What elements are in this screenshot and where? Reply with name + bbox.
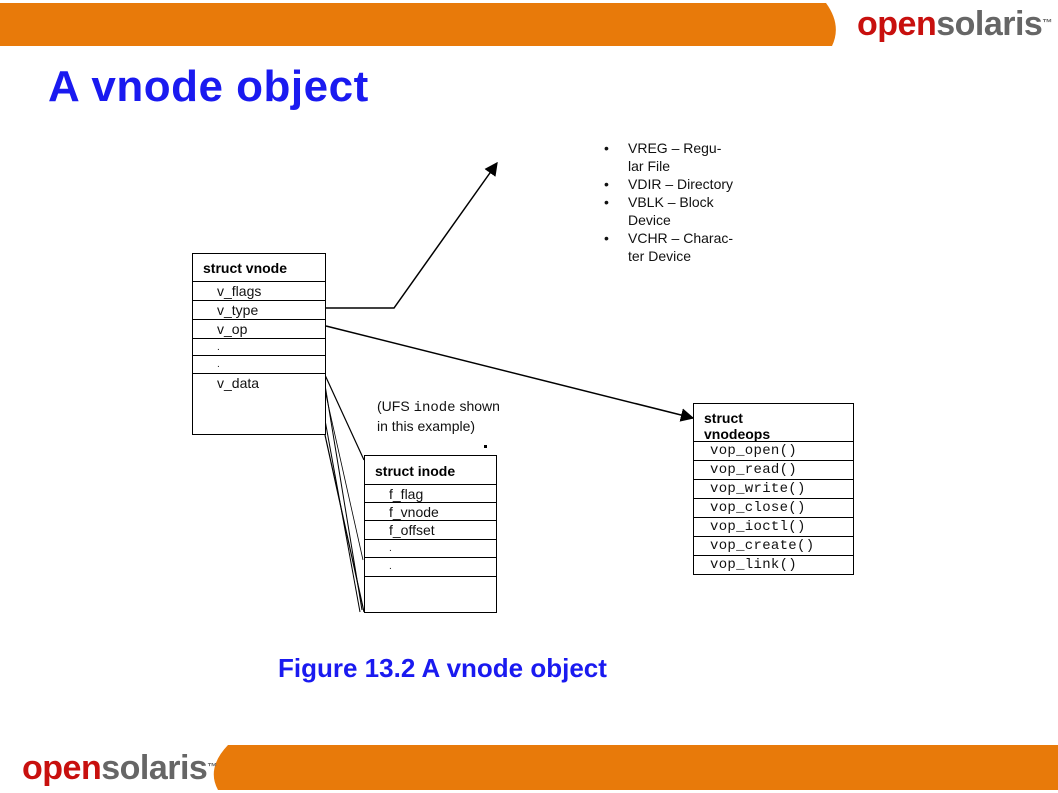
type-list-item: VCHR – Charac-ter Device	[602, 229, 766, 265]
type-list-item: VDIR – Directory	[602, 175, 766, 193]
slide-title: A vnode object	[48, 62, 369, 111]
top-orange-band	[0, 3, 836, 46]
vnodeops-method: vop_ioctl()	[694, 517, 853, 536]
vnode-field: v_type	[193, 300, 325, 319]
vnode-field: v_data	[193, 373, 325, 392]
inode-field-empty	[365, 576, 496, 594]
vnodeops-method: vop_read()	[694, 460, 853, 479]
brand-logo-top: opensolaris™	[857, 5, 1052, 43]
v-op-to-vnodeops-arrow	[325, 325, 695, 422]
vnodeops-method: vop_link()	[694, 555, 853, 574]
fan-line-4	[324, 434, 365, 613]
inode-field: .	[365, 557, 496, 576]
brand-logo-bottom: opensolaris™	[22, 749, 217, 787]
bottom-orange-band	[213, 745, 1058, 790]
fan-line-5	[325, 394, 364, 561]
struct-vnodeops-header: struct vnodeops	[704, 410, 771, 442]
vnode-field: v_flags	[193, 281, 325, 300]
struct-inode-header: struct inode	[375, 463, 456, 479]
vnodeops-method: vop_create()	[694, 536, 853, 555]
v-type-to-types-arrow	[326, 161, 498, 309]
inode-field: .	[365, 539, 496, 558]
struct-vnode-box: struct vnode v_flags v_type v_op . . v_d…	[192, 253, 326, 435]
vnode-type-list: VREG – Regu-lar File VDIR – Directory VB…	[602, 139, 766, 265]
vnode-field: .	[193, 338, 325, 357]
inode-field: f_vnode	[365, 502, 496, 521]
vnodeops-method: vop_open()	[694, 441, 853, 460]
vnodeops-method: vop_close()	[694, 498, 853, 517]
ufs-note-dot	[484, 445, 487, 448]
fan-line-1	[324, 374, 365, 461]
inode-field: f_flag	[365, 484, 496, 503]
type-list-item: VREG – Regu-lar File	[602, 139, 766, 175]
v-data-to-inode-fan	[325, 375, 364, 612]
struct-inode-box: struct inode f_flag f_vnode f_offset . .	[364, 455, 497, 613]
figure-caption: Figure 13.2 A vnode object	[278, 653, 607, 683]
inode-field: f_offset	[365, 520, 496, 539]
vnodeops-method: vop_write()	[694, 479, 853, 498]
vnode-field: v_op	[193, 319, 325, 338]
struct-vnode-header: struct vnode	[203, 260, 288, 276]
vnode-field: .	[193, 355, 325, 374]
struct-vnodeops-box: struct vnodeops vop_open() vop_read() vo…	[693, 403, 854, 575]
ufs-note: (UFS inode shown in this example)	[377, 398, 500, 434]
